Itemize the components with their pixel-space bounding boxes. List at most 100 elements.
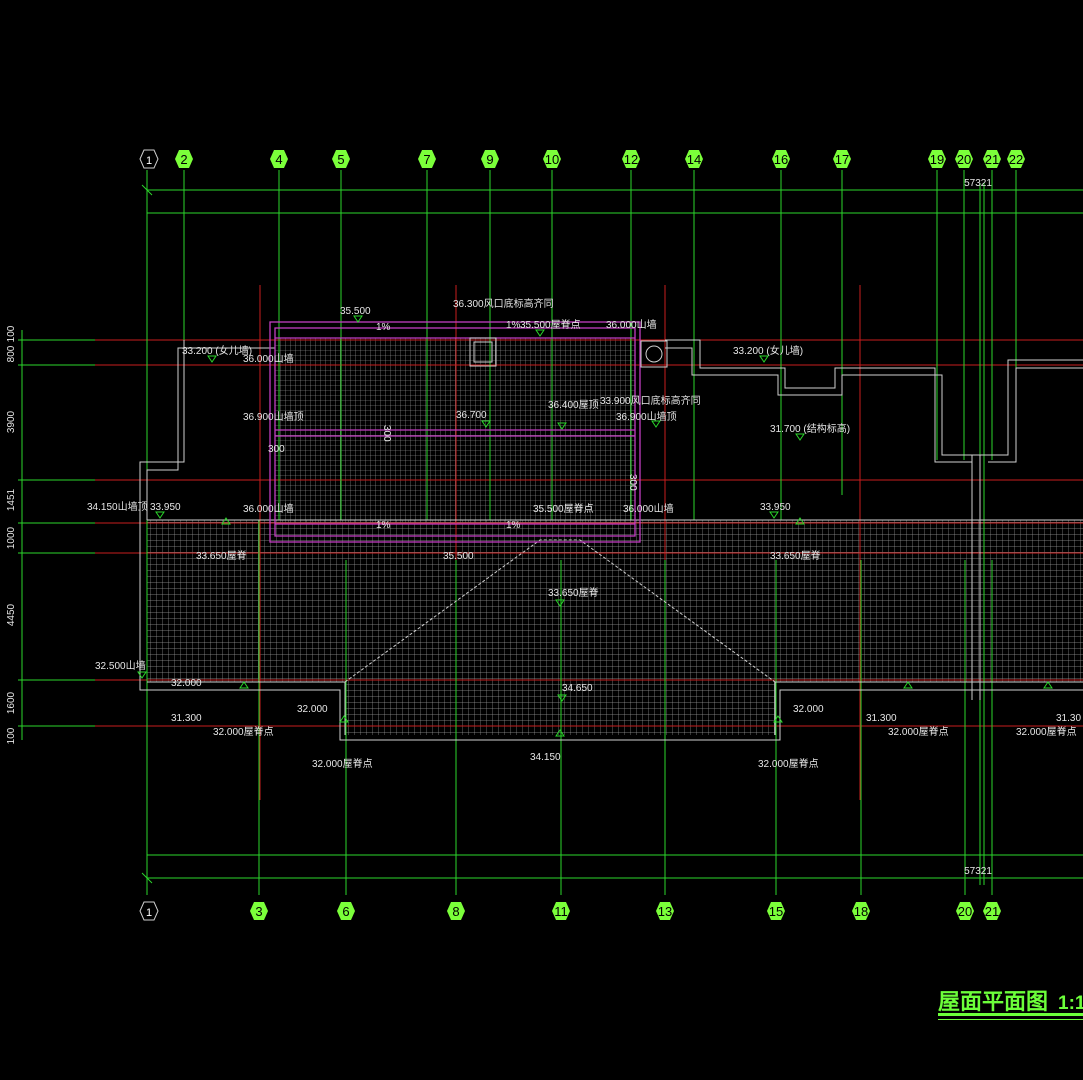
elevation-label: 32.000屋脊点 xyxy=(1016,725,1077,738)
dim-text: 1600 xyxy=(6,691,17,714)
axis-bubble xyxy=(685,150,703,168)
title-underline-thin xyxy=(938,1019,1083,1020)
elevation-label: 32.000 xyxy=(171,678,202,689)
dim-text: 3900 xyxy=(6,410,17,433)
elevation-label: 36.300风口底标高齐同 xyxy=(453,297,554,310)
axis-bubble xyxy=(983,150,1001,168)
dimension-top-text: 57321 xyxy=(964,178,992,189)
axis-label: 21 xyxy=(985,904,999,919)
axis-bubble xyxy=(983,902,1001,920)
axis-bubble xyxy=(928,150,946,168)
axis-bubble xyxy=(250,902,268,920)
elevation-label: 31.30 xyxy=(1056,713,1081,724)
elevation-label: 36.900山墙顶 xyxy=(243,410,304,423)
elevation-label: 33.650屋脊 xyxy=(196,549,247,562)
axis-label: 6 xyxy=(342,904,349,919)
axis-bubble xyxy=(852,902,870,920)
axis-label: 14 xyxy=(687,152,701,167)
axis-label: 20 xyxy=(957,152,971,167)
elevation-label: 36.000山墙 xyxy=(623,502,674,515)
raised-roof-outline xyxy=(269,321,641,543)
axis-bubble xyxy=(656,902,674,920)
elevation-label: 34.150 xyxy=(530,752,561,763)
elevation-label: 32.000屋脊点 xyxy=(213,725,274,738)
left-dimension-chain xyxy=(18,330,95,740)
axis-label: 7 xyxy=(423,152,430,167)
title-underline xyxy=(938,1013,1083,1016)
roof-vents xyxy=(469,337,668,368)
dim-text: 100 xyxy=(6,325,17,342)
elevation-label: 32.000屋脊点 xyxy=(888,725,949,738)
axis-bubble xyxy=(332,150,350,168)
axis-label: 21 xyxy=(985,152,999,167)
dim-label: 300 xyxy=(381,425,392,442)
elevation-markers xyxy=(137,315,1053,737)
slope-label: 1% xyxy=(506,520,521,531)
axis-label: 22 xyxy=(1009,152,1023,167)
dim-text: 1000 xyxy=(6,526,17,549)
dimension-bottom-text: 57321 xyxy=(964,866,992,877)
elevation-label: 32.000 xyxy=(297,704,328,715)
elevation-label: 34.150山墙顶 xyxy=(87,500,148,513)
axis-label: 13 xyxy=(658,904,672,919)
slope-label: 1% xyxy=(506,320,521,331)
elevation-label: 33.200 (女儿墙) xyxy=(182,344,252,357)
dim-label: 300 xyxy=(627,474,638,491)
axis-bubble xyxy=(481,150,499,168)
axis-label: 12 xyxy=(624,152,638,167)
elevation-label: 36.900山墙顶 xyxy=(616,410,677,423)
axis-label: 16 xyxy=(774,152,788,167)
elevation-label: 36.000山墙 xyxy=(243,352,294,365)
axis-bubble xyxy=(833,150,851,168)
overall-dimension-lines xyxy=(141,183,1083,885)
elevation-label: 35.500 xyxy=(340,306,371,317)
axis-label: 3 xyxy=(255,904,262,919)
elevation-label: 35.500屋脊点 xyxy=(533,502,594,515)
elevation-label: 32.000屋脊点 xyxy=(312,757,373,770)
axis-bubble xyxy=(1007,150,1025,168)
elevation-label: 36.000山墙 xyxy=(606,318,657,331)
axis-bubble xyxy=(767,902,785,920)
axis-bubble xyxy=(139,149,159,169)
elevation-label: 33.650屋脊 xyxy=(548,586,599,599)
axis-bubble xyxy=(337,902,355,920)
axis-label: 10 xyxy=(545,152,559,167)
elevation-label: 33.200 (女儿墙) xyxy=(733,344,803,357)
axis-label: 1 xyxy=(146,907,152,919)
axis-label: 4 xyxy=(275,152,282,167)
axis-label: 20 xyxy=(958,904,972,919)
elevation-label: 36.000山墙 xyxy=(243,502,294,515)
dim-text: 4450 xyxy=(6,603,17,626)
axis-label: 17 xyxy=(835,152,849,167)
axis-label: 2 xyxy=(180,152,187,167)
elevation-label: 33.950 xyxy=(760,502,791,513)
elevation-label: 32.000屋脊点 xyxy=(758,757,819,770)
slope-label: 1% xyxy=(376,520,391,531)
axis-bubble xyxy=(447,902,465,920)
elevation-label: 32.500山墙 xyxy=(95,659,146,672)
slope-label: 1% xyxy=(376,322,391,333)
elevation-label: 33.950 xyxy=(150,502,181,513)
building-outline xyxy=(139,339,1083,741)
elevation-label: 36.700 xyxy=(456,410,487,421)
axis-label: 8 xyxy=(452,904,459,919)
elevation-label: 35.500屋脊点 xyxy=(520,318,581,331)
elevation-label: 36.400屋顶 xyxy=(548,399,599,411)
axis-bubble xyxy=(956,902,974,920)
axis-bubble xyxy=(772,150,790,168)
roof-tile-hatching xyxy=(147,338,1083,735)
elevation-label: 33.900风口底标高齐同 xyxy=(600,394,701,407)
elevation-label: 32.000 xyxy=(793,704,824,715)
axis-bubble xyxy=(543,150,561,168)
axis-label: 18 xyxy=(854,904,868,919)
dim-text: 100 xyxy=(6,727,17,744)
axis-label: 15 xyxy=(769,904,783,919)
dim-label: 300 xyxy=(268,444,285,455)
vertical-grid-lines xyxy=(146,170,1017,895)
axis-label: 1 xyxy=(146,155,152,167)
axis-bubble xyxy=(270,150,288,168)
